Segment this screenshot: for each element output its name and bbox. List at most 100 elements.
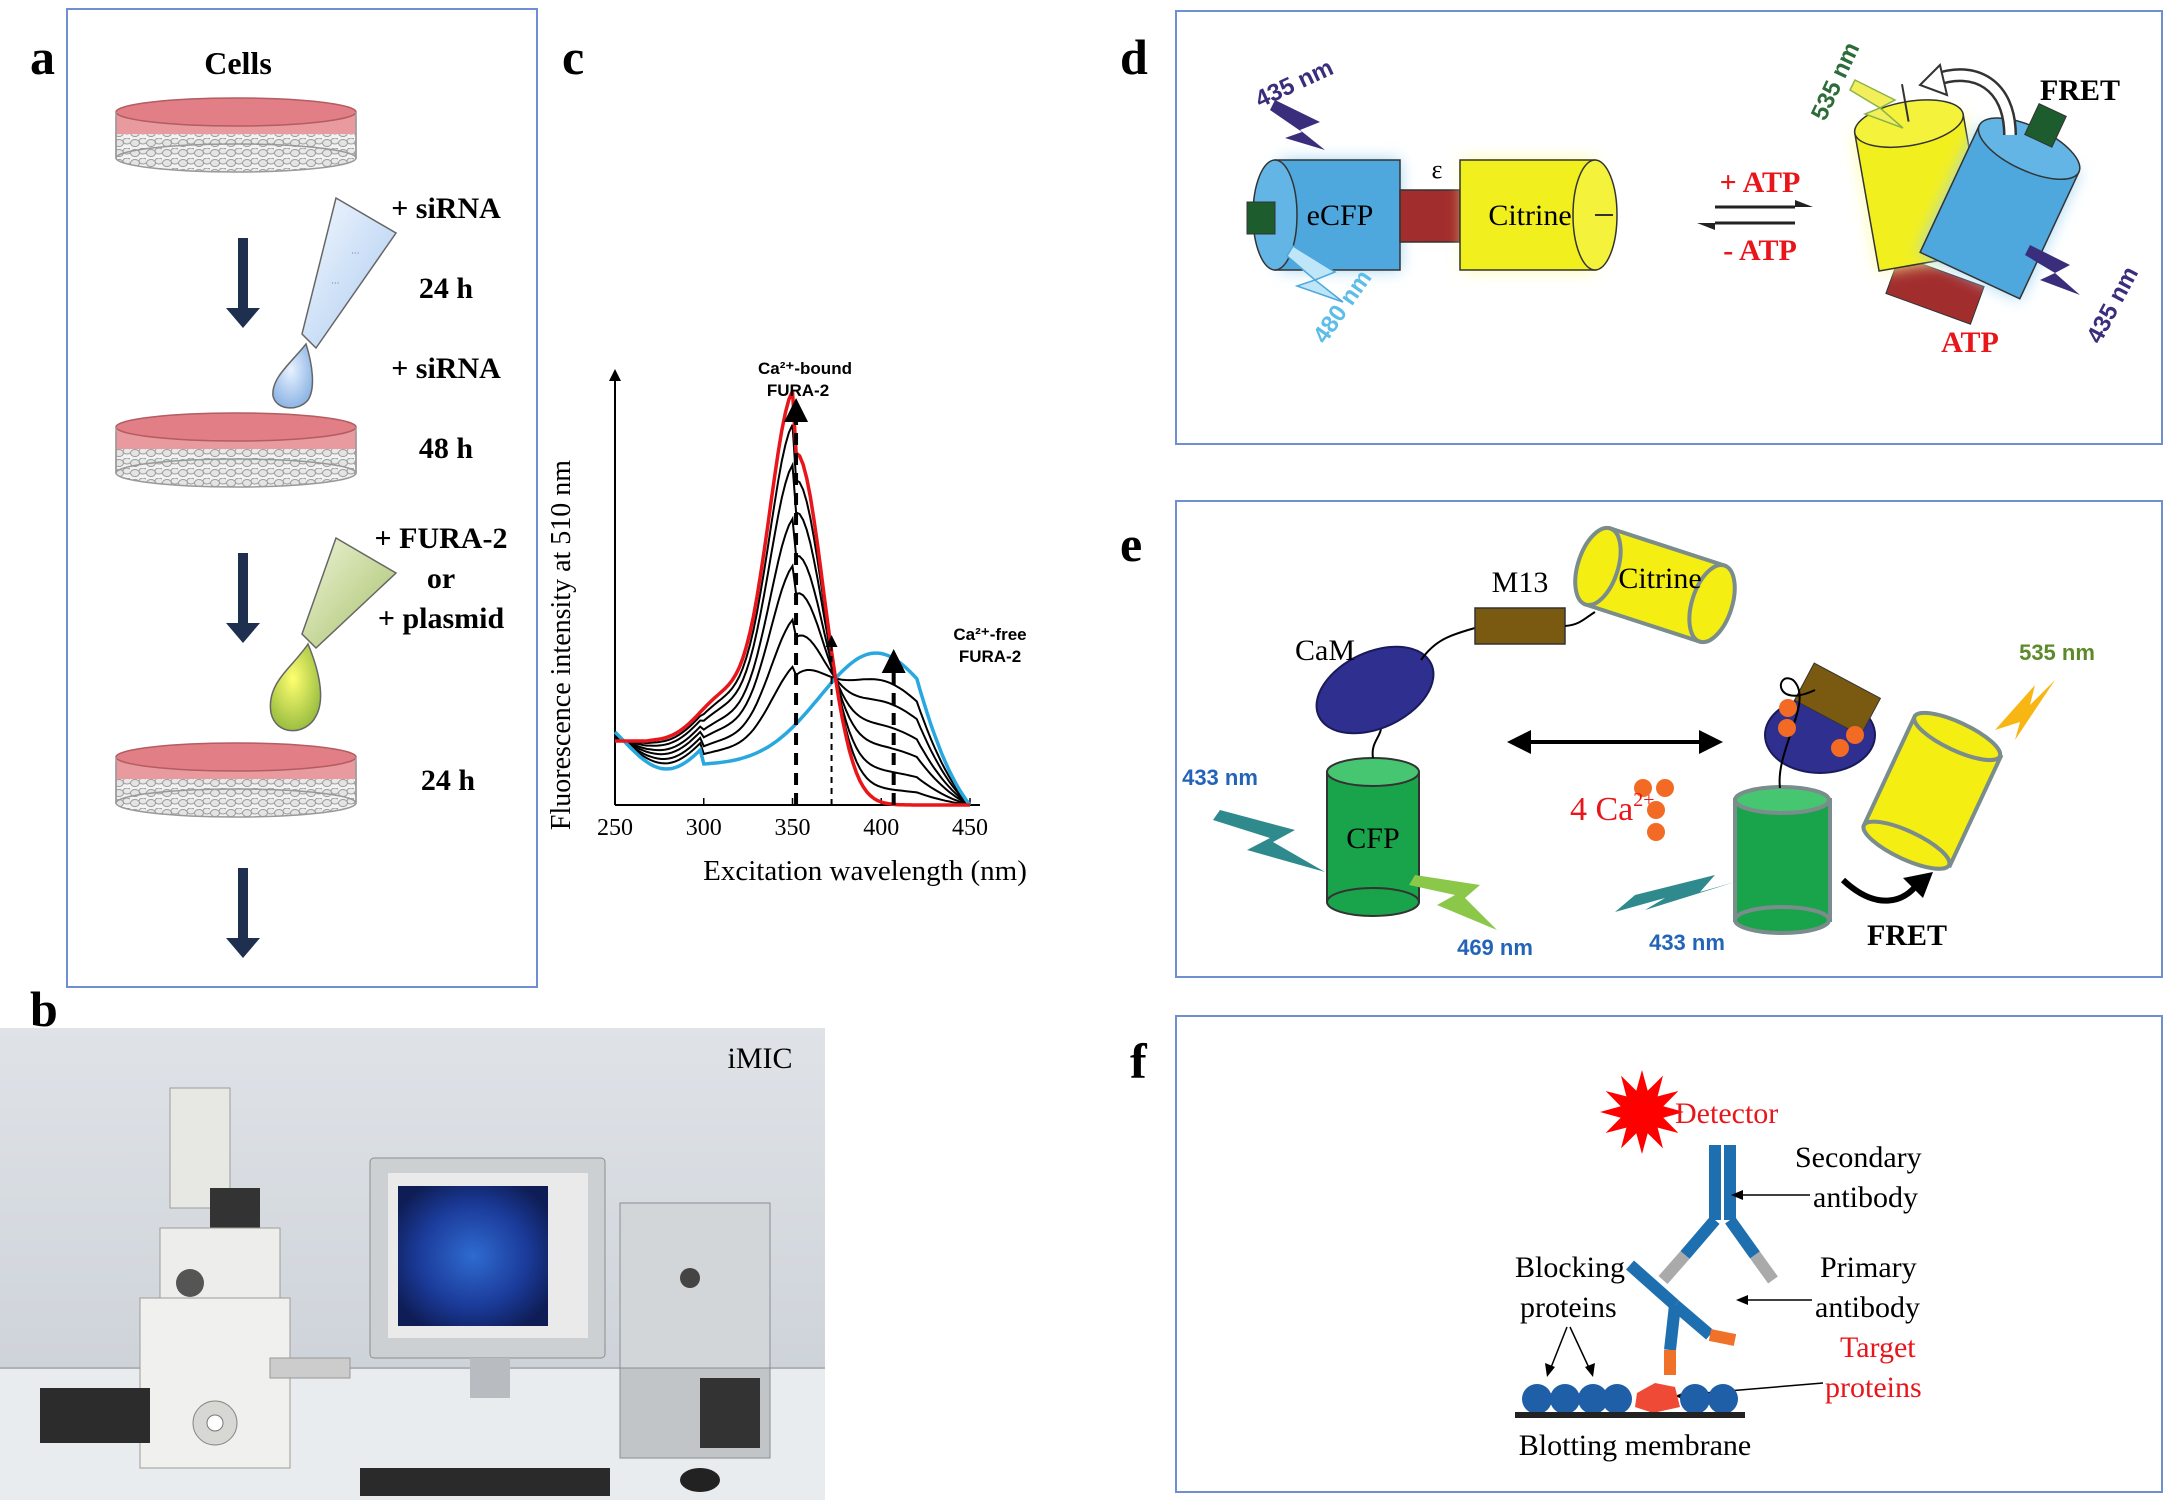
double-arrow: [1507, 730, 1723, 754]
citrine-cylinder: [1459, 159, 1618, 271]
panel-label-e: e: [1120, 516, 1143, 572]
emission-bolt-left: [1286, 244, 1344, 303]
down-arrow-1: [226, 238, 260, 328]
cells-label: Cells: [204, 45, 272, 81]
culture-dish-1: [115, 97, 357, 173]
ca-free-curve: [613, 651, 972, 807]
em-right-e-label: 535 nm: [2019, 640, 2095, 665]
minus-atp-label: - ATP: [1723, 234, 1797, 267]
em-left-e-label: 469 nm: [1457, 935, 1533, 960]
computer-monitor: [360, 1157, 720, 1496]
intermediate-curve-2: [614, 617, 971, 806]
down-arrow-3: [226, 868, 260, 958]
cam-complex-right: [1764, 662, 1882, 789]
equilibrium-arrows: [1697, 200, 1813, 230]
plus-atp-label: + ATP: [1720, 166, 1801, 199]
primary-antibody: [1626, 1260, 1737, 1375]
secondary-antibody: [1658, 1145, 1778, 1284]
time2-label: 48 h: [419, 432, 474, 465]
blocking-label-1: Blocking: [1515, 1251, 1625, 1284]
target-label-2: proteins: [1825, 1371, 1922, 1404]
free-annotation-line2: FURA-2: [959, 647, 1021, 666]
step3-line1: + FURA-2: [375, 522, 508, 555]
panel-label-d: d: [1120, 29, 1148, 85]
cam-domain-left: [1315, 645, 1435, 735]
panel-a-frame: [66, 8, 538, 988]
fret-curved-arrow: [1918, 63, 2017, 136]
down-arrow-2: [226, 553, 260, 643]
x-tick-label-400: 400: [863, 815, 899, 841]
calcium-label: 4 Ca2+: [1570, 789, 1655, 828]
panel-f-frame: [1175, 1015, 2163, 1493]
microscope: [40, 1087, 351, 1469]
panel-e-frame: [1175, 500, 2163, 978]
target-label-1: Target: [1840, 1331, 1916, 1364]
emission-bolt-e-left: [1409, 875, 1497, 930]
m13-peptide-left: [1474, 607, 1566, 645]
epsilon-label: ε: [1432, 155, 1443, 184]
emission-bolt-e-right: [1995, 680, 2055, 740]
atp-sensor-diagram: eCFP Citrine ε 435 nm 480 nm + ATP - ATP: [1246, 38, 2144, 359]
citrine-label: Citrine: [1488, 199, 1571, 232]
emission-bolt-right: [1849, 78, 1904, 129]
secondary-label-2: antibody: [1813, 1181, 1918, 1214]
pipette-tip-fura2: [269, 536, 398, 732]
membrane-label: Blotting membrane: [1519, 1429, 1751, 1462]
svg-text:⋅⋅⋅: ⋅⋅⋅: [331, 278, 340, 288]
free-annotation-line1: Ca²⁺-free: [953, 625, 1026, 644]
culture-dish-2: [115, 412, 357, 488]
calcium-ions: [1634, 779, 1674, 841]
excitation-bolt-e-left: [1213, 810, 1325, 872]
ex-right-e-label: 433 nm: [1649, 930, 1725, 955]
cfp-cylinder-right: [1733, 785, 1832, 935]
bound-annotation-line1: Ca²⁺-bound: [758, 359, 852, 378]
intermediate-curve-4: [614, 515, 971, 806]
x-tick-label-450: 450: [952, 815, 988, 841]
bound-annotation-line2: FURA-2: [767, 381, 829, 400]
chart-ylabel: Fluorescence intensity at 510 nm: [546, 460, 577, 830]
primary-label-2: antibody: [1815, 1291, 1920, 1324]
culture-dish-3: [115, 742, 357, 818]
pipette-tip-siRNA: ⋅⋅⋅ ⋅⋅⋅: [272, 196, 398, 409]
citrine-cylinder-left: [1573, 525, 1737, 645]
cfp-cylinder-left: [1326, 757, 1420, 917]
panel-label-f: f: [1130, 1033, 1147, 1089]
detector-label: Detector: [1675, 1097, 1778, 1130]
svg-text:⋅⋅⋅: ⋅⋅⋅: [351, 248, 360, 258]
ca-bound-curve: [615, 390, 970, 807]
step3-line3: + plasmid: [378, 602, 505, 635]
intermediate-curve-5: [614, 461, 971, 806]
intermediate-curve-6: [614, 424, 971, 806]
ex-left-e-label: 433 nm: [1182, 765, 1258, 790]
panel-d-frame: [1175, 10, 2163, 445]
epsilon-linker: [1399, 189, 1461, 243]
step1-label: + siRNA: [391, 192, 501, 225]
intermediate-curve-1: [614, 665, 971, 806]
western-blot-diagram: Detector Secondary antibody Primary anti…: [1515, 1070, 1922, 1462]
m13-label: M13: [1492, 566, 1549, 599]
intermediate-curve-3: [614, 563, 971, 806]
excitation-bolt-right: [2025, 245, 2080, 295]
fret-label-d: FRET: [2040, 74, 2120, 107]
cfp-label: CFP: [1346, 822, 1399, 855]
blotting-membrane: [1515, 1412, 1745, 1418]
time1-label: 24 h: [419, 272, 474, 305]
detector-star-icon: [1600, 1070, 1684, 1154]
step3-line2: or: [427, 562, 455, 595]
controller-units: [619, 1202, 771, 1459]
x-tick-label-250: 250: [597, 815, 633, 841]
primary-label-1: Primary: [1820, 1251, 1917, 1284]
membrane-proteins: [1522, 1383, 1738, 1414]
blocking-label-2: proteins: [1520, 1291, 1617, 1324]
ex-left-label: 435 nm: [1251, 54, 1337, 113]
cam-label: CaM: [1295, 634, 1355, 667]
instrument-label: iMIC: [727, 1042, 792, 1075]
fret-arrow-e: [1840, 872, 1933, 904]
atp-label: ATP: [1941, 326, 1999, 359]
ex-right-label: 435 nm: [2081, 262, 2144, 348]
fret-label-e: FRET: [1867, 919, 1947, 952]
x-tick-label-300: 300: [686, 815, 722, 841]
step2-label: + siRNA: [391, 352, 501, 385]
excitation-bolt-e-right: [1615, 875, 1735, 912]
